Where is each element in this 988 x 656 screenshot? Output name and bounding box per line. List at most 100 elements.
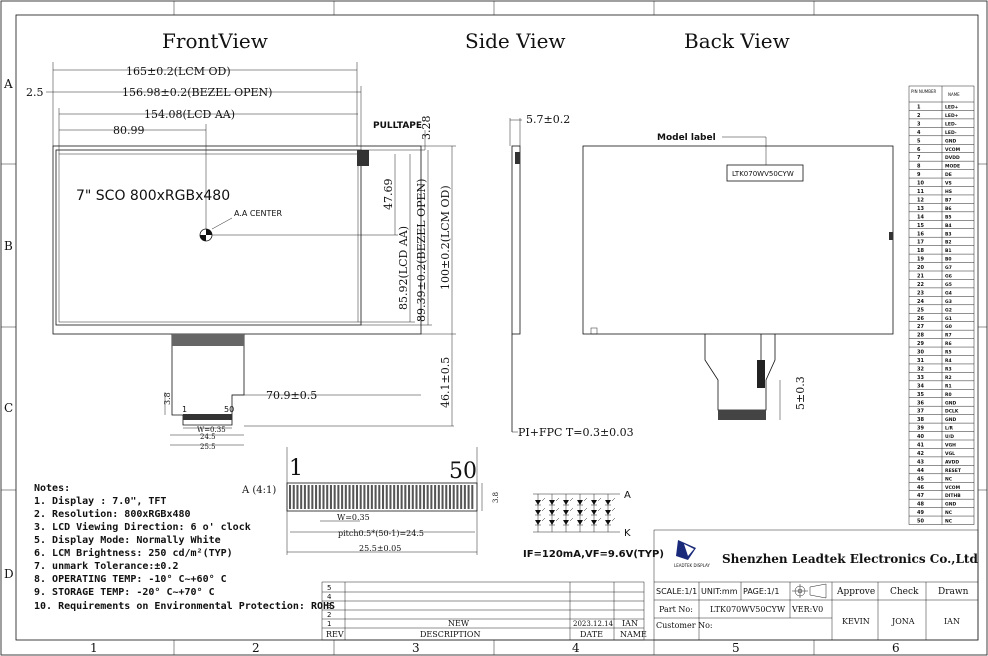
check-header: Check <box>890 587 919 597</box>
dim-255: 25.5 <box>200 443 216 451</box>
back-view-title: Back View <box>684 29 790 53</box>
dim-245: 24.5 <box>200 433 216 441</box>
check-name: JONA <box>891 617 915 626</box>
pin-number: 29 <box>917 341 924 347</box>
pin-name: G3 <box>945 299 952 305</box>
detail-view <box>286 447 483 555</box>
projection-symbol <box>792 583 827 599</box>
pin-number: 27 <box>917 324 924 330</box>
dim-8099: 80.99 <box>113 124 145 137</box>
pin-name: GND <box>945 400 956 406</box>
fpc-pin-1: 1 <box>182 405 187 414</box>
pin-number: 44 <box>917 468 924 474</box>
pin-number: 30 <box>917 350 924 356</box>
grid-row-b: B <box>4 239 13 253</box>
dim-8592: 85.92(LCD AA) <box>397 226 410 310</box>
pin-name: GND <box>945 138 956 144</box>
led-cathode: K <box>624 528 631 539</box>
pin-number: 12 <box>917 197 924 203</box>
pin-name: U/D <box>945 434 954 440</box>
pin-name: G7 <box>945 265 952 271</box>
dim-lcm-od: 165±0.2(LCM OD) <box>126 65 231 78</box>
detail-dim-38: 3.8 <box>492 492 500 503</box>
pin-name: NC <box>945 519 953 525</box>
pulltape-label: PULLTAPE <box>373 121 422 131</box>
approve-name: KEVIN <box>842 617 870 626</box>
pin-number: 42 <box>917 451 924 457</box>
pin-number: 38 <box>917 417 924 423</box>
pin-number: 43 <box>917 459 924 465</box>
pin-name: LED+ <box>945 105 959 111</box>
pin-name: G4 <box>945 290 952 296</box>
pin-name: LED- <box>945 121 957 127</box>
led-spec: IF=120mA,VF=9.6V(TYP) <box>523 549 664 560</box>
pin-name: B1 <box>945 248 952 254</box>
pin-number: 39 <box>917 426 924 432</box>
logo-text: LEADTEK DISPLAY <box>674 563 710 568</box>
bezel-open <box>55 149 362 326</box>
pin-number: 24 <box>917 299 924 305</box>
note-item: 6. LCM Brightness: 250 cd/m²(TYP) <box>34 547 233 559</box>
pin-name: B2 <box>945 240 952 246</box>
model-label-box <box>726 164 804 182</box>
detail-title: A (4:1) <box>241 485 276 496</box>
dim-328: 3.28 <box>420 116 433 141</box>
company-logo <box>676 540 696 560</box>
rev-header: REV <box>326 630 344 639</box>
pin-number: 11 <box>917 189 924 195</box>
pin-number: 19 <box>917 257 924 263</box>
date-header: DATE <box>580 630 603 639</box>
desc-header: DESCRIPTION <box>420 630 480 639</box>
pin-name: LED- <box>945 130 957 136</box>
grid-row-c: C <box>4 401 13 415</box>
back-view <box>582 136 894 420</box>
drawn-name: IAN <box>944 617 960 626</box>
dim-100: 100±0.2(LCM OD) <box>439 185 452 290</box>
dim-8939: 89.39±0.2(BEZEL OPEN) <box>415 179 428 322</box>
note-item: 2. Resolution: 800xRGBx480 <box>34 508 191 520</box>
scale-label: SCALE:1/1 <box>656 587 697 596</box>
pin-number: 40 <box>917 434 924 440</box>
pin-number: 32 <box>917 366 924 372</box>
pin-number: 25 <box>917 307 924 313</box>
pin-name: R2 <box>945 375 952 381</box>
pin-name: VGH <box>945 443 956 449</box>
pin-number: 14 <box>917 214 924 220</box>
pin-table-header-no: PIN NUMBER <box>911 89 936 94</box>
notes-title: Notes: <box>34 483 70 494</box>
dim-709: 70.9±0.5 <box>266 389 317 402</box>
pin-number: 37 <box>917 409 924 415</box>
pin-number: 49 <box>917 510 924 516</box>
note-item: 9. STORAGE TEMP: -20° C~+70° C <box>34 587 215 598</box>
pin-number: 20 <box>917 265 924 271</box>
pin-number: 8 <box>917 164 921 170</box>
note-item: 3. LCD Viewing Direction: 6 o' clock <box>34 521 251 533</box>
grid-col-4: 4 <box>572 641 580 655</box>
model-label-value: LTK070WV50CYW <box>732 170 794 178</box>
pin-name: B5 <box>945 214 952 220</box>
active-area <box>58 153 359 323</box>
dim-461: 46.1±0.5 <box>439 357 452 408</box>
drawn-header: Drawn <box>938 587 969 597</box>
pin-name: R4 <box>945 358 952 364</box>
pin-number: 17 <box>917 240 924 246</box>
pin-number: 18 <box>917 248 924 254</box>
fpc-stiffener <box>172 334 244 346</box>
grid-col-2: 2 <box>252 641 260 655</box>
pin-name: G2 <box>945 307 952 313</box>
grid-row-d: D <box>4 567 14 581</box>
note-item: 10. Requirements on Environmental Protec… <box>34 600 335 612</box>
pin-number: 48 <box>917 502 924 508</box>
pin-name: G5 <box>945 282 952 288</box>
rev-index-4: 4 <box>327 593 332 601</box>
pin-number: 23 <box>917 290 924 296</box>
pin-name: B3 <box>945 231 952 237</box>
pin-number: 26 <box>917 316 924 322</box>
pin-name: RESET <box>945 468 962 474</box>
detail-pin-50: 50 <box>449 459 477 484</box>
unit-label: UNIT:mm <box>701 587 738 596</box>
detail-pin-1: 1 <box>289 456 303 481</box>
dim-4769: 47.69 <box>382 179 395 211</box>
